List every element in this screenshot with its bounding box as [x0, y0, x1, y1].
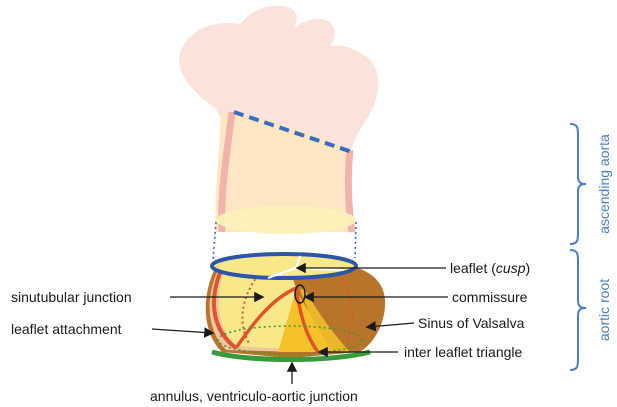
label-commissure: commissure	[452, 289, 528, 305]
projection-line-left	[213, 222, 216, 260]
label-ascending-aorta: ascending aorta	[596, 134, 612, 234]
bracket-aortic-root	[570, 250, 586, 370]
label-leaflet-attachment: leaflet attachment	[11, 321, 122, 337]
label-sinutubular-junction: sinutubular junction	[11, 289, 132, 305]
label-leaflet: leaflet (cusp)	[450, 260, 530, 276]
arrow-leaflet-attachment	[152, 329, 212, 333]
aorta-cross-section	[216, 206, 356, 234]
label-inter-leaflet-triangle: inter leaflet triangle	[404, 344, 523, 360]
projection-line-right	[355, 222, 356, 258]
label-sinus-of-valsalva: Sinus of Valsalva	[418, 315, 525, 331]
label-annulus: annulus, ventriculo-aortic junction	[150, 388, 358, 404]
label-aortic-root: aortic root	[596, 279, 612, 341]
bracket-ascending-aorta	[570, 124, 586, 244]
sinutubular-junction-ring	[212, 254, 356, 278]
